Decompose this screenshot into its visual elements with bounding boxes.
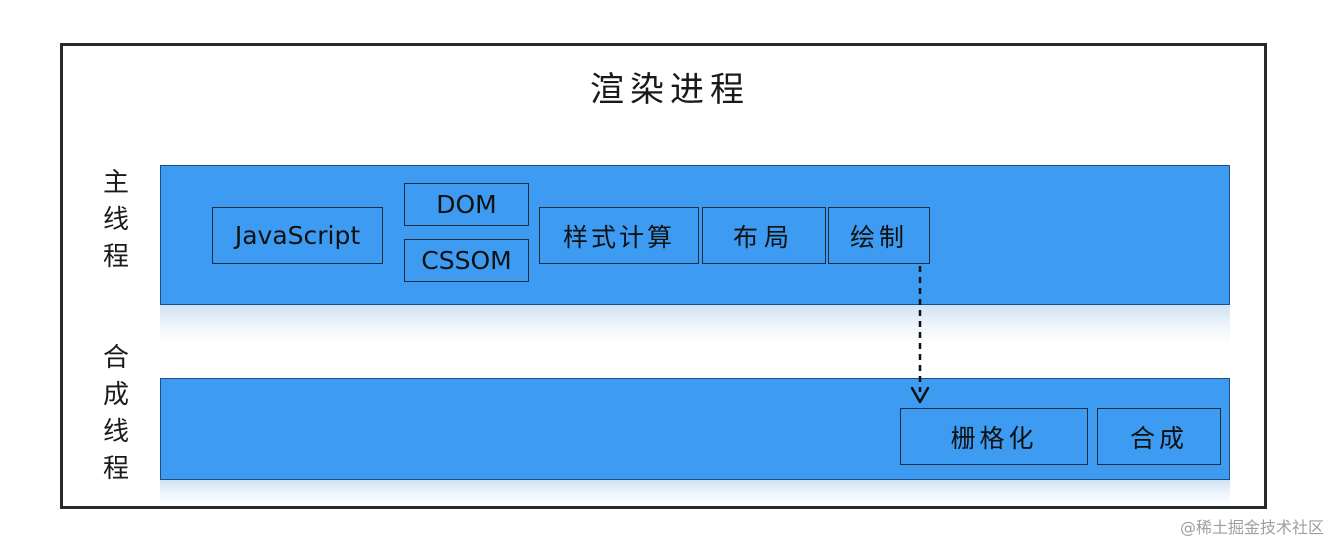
watermark: @稀土掘金技术社区 — [1179, 518, 1324, 537]
main-thread-label-char: 主 — [102, 168, 129, 198]
main-thread-lane-reflection — [160, 305, 1230, 345]
compositor-thread-label-char: 成 — [102, 380, 129, 410]
step-javascript: JavaScript — [212, 207, 383, 264]
compositor-thread-lane-reflection — [160, 480, 1230, 506]
step-layout: 布局 — [702, 207, 826, 264]
step-composite: 合成 — [1097, 408, 1221, 465]
compositor-thread-label: 合 成 线 程 — [96, 340, 136, 488]
compositor-thread-label-char: 程 — [102, 454, 129, 484]
main-thread-lane — [160, 165, 1230, 305]
compositor-thread-lane — [160, 378, 1230, 480]
main-thread-label-char: 程 — [102, 242, 129, 272]
step-style-calculation: 样式计算 — [539, 207, 699, 264]
compositor-thread-label-char: 线 — [102, 417, 129, 447]
diagram-title: 渲染进程 — [590, 70, 750, 110]
step-dom: DOM — [404, 183, 529, 226]
step-paint: 绘制 — [828, 207, 930, 264]
main-thread-label: 主 线 程 — [96, 165, 136, 276]
main-thread-label-char: 线 — [102, 205, 129, 235]
compositor-thread-label-char: 合 — [102, 343, 129, 373]
step-rasterization: 栅格化 — [900, 408, 1088, 465]
step-cssom: CSSOM — [404, 239, 529, 282]
